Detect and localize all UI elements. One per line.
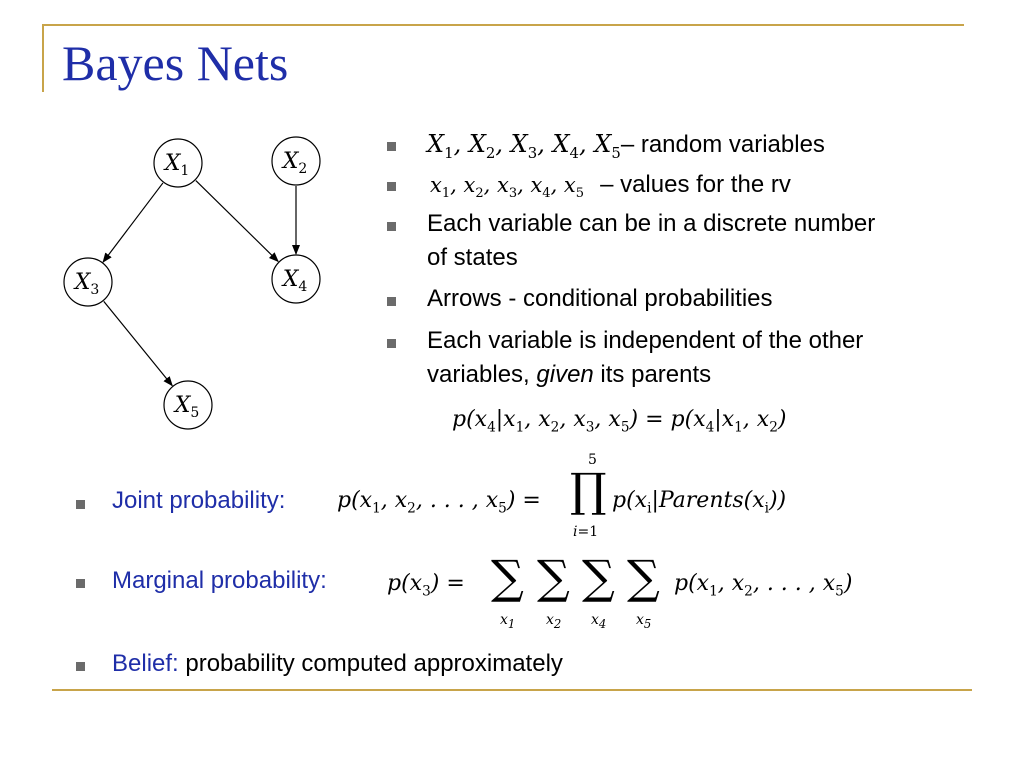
node-label: X1 bbox=[163, 151, 190, 179]
bullet-discrete-states-line2: of states bbox=[427, 244, 518, 271]
bullet-marker bbox=[387, 182, 396, 191]
edge-X3-X5 bbox=[103, 301, 173, 387]
text-segment: variables, bbox=[427, 361, 537, 388]
bullet-marker bbox=[387, 142, 396, 151]
bullet-marker bbox=[387, 222, 396, 231]
bullet-independence-line2: variables, given its parents bbox=[427, 359, 711, 391]
node-X1: X1 bbox=[153, 138, 203, 188]
bullet-text: – random variables bbox=[620, 131, 825, 158]
marginal-probability-label: Marginal probability: bbox=[112, 567, 327, 594]
node-X3: X3 bbox=[63, 257, 113, 307]
bullet-values: x1, x2, x3, x4, x5– values for the rv bbox=[430, 171, 791, 202]
node-label: X2 bbox=[281, 149, 308, 177]
node-label: X3 bbox=[73, 270, 100, 298]
frame-bottom-line bbox=[52, 689, 972, 691]
bullet-marker bbox=[76, 579, 85, 588]
bullet-random-variables: X1, X2, X3, X4, X5– random variables bbox=[427, 130, 825, 162]
slide-title: Bayes Nets bbox=[62, 35, 289, 91]
node-circle bbox=[271, 136, 321, 186]
bullet-discrete-states-line1: Each variable can be in a discrete numbe… bbox=[427, 210, 876, 237]
node-circle bbox=[163, 380, 213, 430]
node-X2: X2 bbox=[271, 136, 321, 186]
emphasis-given: given bbox=[536, 361, 594, 388]
bullet-marker bbox=[76, 500, 85, 509]
bullet-marker bbox=[387, 339, 396, 348]
belief-text: probability computed approximately bbox=[178, 650, 563, 677]
bullet-independence-line1: Each variable is independent of the othe… bbox=[427, 327, 864, 354]
conditional-independence-equation: p(x4|x1, x2, x3, x5) = p(x4|x1, x2) bbox=[452, 407, 787, 436]
node-circle bbox=[153, 138, 203, 188]
node-X5: X5 bbox=[163, 380, 213, 430]
text-segment: its parents bbox=[593, 361, 712, 388]
frame-left-line bbox=[42, 24, 44, 92]
node-circle bbox=[63, 257, 113, 307]
belief-line: Belief: probability computed approximate… bbox=[112, 648, 563, 680]
bullet-marker bbox=[76, 662, 85, 671]
edge-X1-X4 bbox=[195, 180, 279, 263]
frame-top-line bbox=[42, 24, 964, 26]
node-circle bbox=[271, 254, 321, 304]
node-label: X4 bbox=[281, 267, 308, 295]
node-X4: X4 bbox=[271, 254, 321, 304]
belief-label: Belief: bbox=[112, 650, 179, 677]
node-label: X5 bbox=[173, 393, 200, 421]
edge-X1-X3 bbox=[102, 182, 164, 263]
joint-probability-label: Joint probability: bbox=[112, 487, 286, 514]
bullet-text: – values for the rv bbox=[600, 171, 791, 198]
bullet-arrows: Arrows - conditional probabilities bbox=[427, 285, 773, 312]
bullet-marker bbox=[387, 297, 396, 306]
